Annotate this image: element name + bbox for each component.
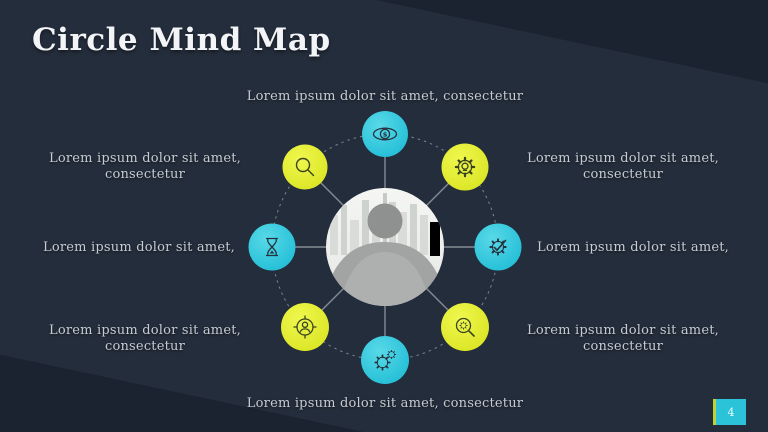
node-bottom-left — [281, 303, 329, 351]
center-photo — [326, 188, 444, 306]
gear-bulb-icon — [454, 156, 476, 178]
node-bottom — [361, 336, 409, 384]
node-bottom-right — [441, 303, 489, 351]
node-label-top: Lorem ipsum dolor sit amet, consectetur — [246, 89, 524, 104]
node-label-top-right: Lorem ipsum dolor sit amet, consectetur — [526, 151, 719, 182]
hourglass-icon — [265, 237, 279, 257]
page-title: Circle Mind Map — [32, 22, 331, 58]
node-top-right — [441, 143, 489, 191]
node-label-left: Lorem ipsum dolor sit amet, — [42, 240, 235, 255]
node-label-bottom-left: Lorem ipsum dolor sit amet, consectetur — [48, 323, 241, 354]
search-icon — [295, 157, 315, 177]
search-gear-icon — [455, 317, 475, 337]
person-silhouette — [326, 203, 444, 306]
page-number: 4 — [727, 405, 735, 419]
gear-check-icon — [489, 238, 507, 256]
node-right — [474, 223, 522, 271]
svg-text:$: $ — [383, 130, 388, 138]
node-label-bottom: Lorem ipsum dolor sit amet, consectetur — [246, 396, 524, 411]
node-label-top-left: Lorem ipsum dolor sit amet, consectetur — [48, 151, 241, 182]
node-label-right: Lorem ipsum dolor sit amet, — [537, 240, 730, 255]
page-number-badge: 4 — [713, 399, 746, 425]
target-user-icon — [293, 315, 317, 339]
node-top: $ — [362, 111, 408, 157]
node-label-bottom-right: Lorem ipsum dolor sit amet, consectetur — [526, 323, 719, 354]
node-left — [248, 223, 296, 271]
node-top-left — [282, 144, 328, 190]
eye-dollar-icon: $ — [372, 127, 398, 141]
